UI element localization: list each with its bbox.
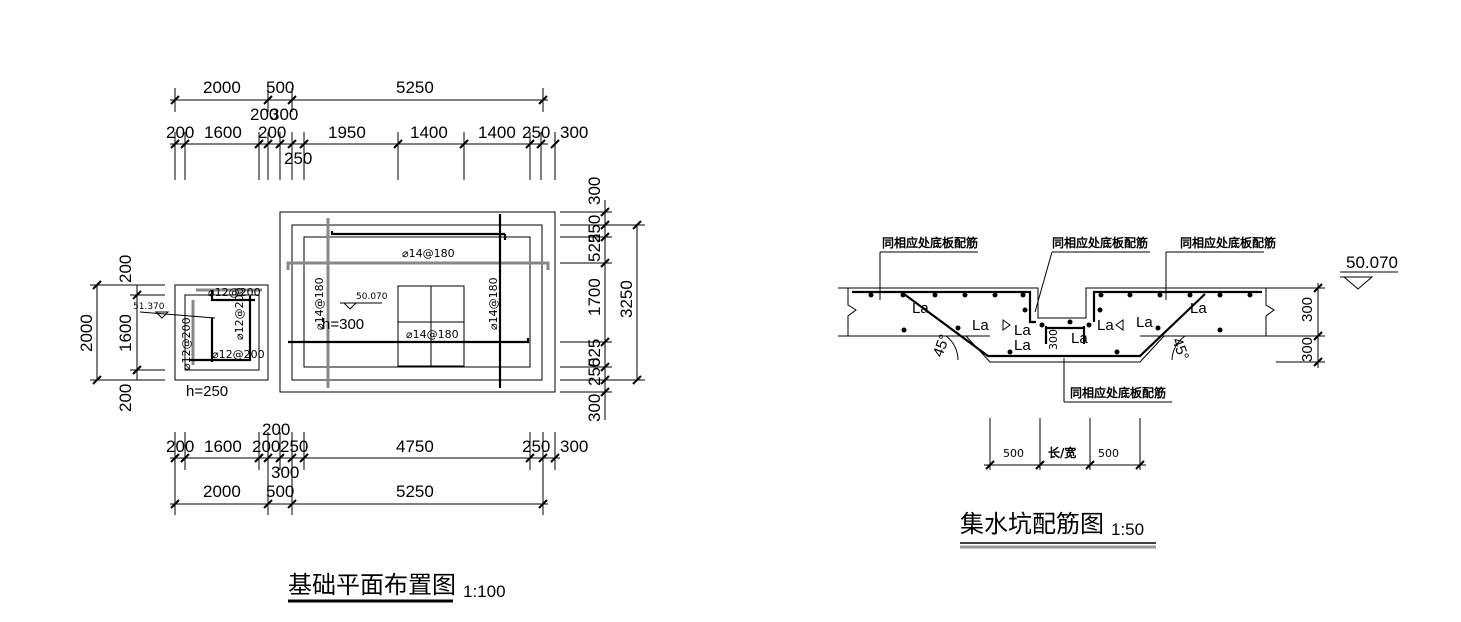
bottom-dim-200-b: 200	[252, 437, 280, 456]
large-pit-thickness: h=300	[322, 316, 364, 333]
small-pit-rebar-bottom: ⌀12@200	[212, 348, 265, 361]
section-elevation: 50.070	[1340, 253, 1398, 290]
section-inner-dim-300: 300	[1047, 329, 1060, 350]
foundation-plan: 2000 500 5250	[77, 78, 645, 603]
anchor-label-1: La	[912, 300, 929, 317]
right-dim-300-bottom: 300	[585, 394, 604, 422]
small-pit-rebar-left: ⌀12@200	[180, 317, 193, 370]
bottom-dim-200-a: 200	[166, 437, 194, 456]
large-pit-rebar-mid: ⌀14@180	[406, 328, 459, 341]
angle-label-right: 45°	[1168, 336, 1192, 363]
anchor-label-2: La	[972, 317, 989, 334]
angle-label-left: 45°	[930, 332, 954, 359]
leader-labels: 同相应处底板配筋 同相应处底板配筋 同相应处底板配筋 同相应处底板配筋	[879, 235, 1276, 403]
plan-title: 基础平面布置图	[288, 571, 456, 599]
anchor-label-7: La	[1136, 314, 1153, 331]
small-pit-thickness: h=250	[186, 383, 228, 400]
note-top-right: 同相应处底板配筋	[1180, 235, 1276, 250]
top-dim-200-a: 200	[166, 123, 194, 142]
bottom-dim-extra-300: 300	[271, 463, 299, 482]
right-dim-3250: 3250	[617, 280, 636, 318]
right-dim-525-bottom: 525	[585, 339, 604, 367]
top-dim-2000: 2000	[203, 78, 241, 97]
anchor-label-5: La	[1071, 330, 1088, 347]
right-dim-525-top: 525	[585, 234, 604, 262]
large-pit-rebar-right: ⌀14@180	[487, 277, 500, 330]
large-pit-rebar-left: ⌀14@180	[313, 277, 326, 330]
right-dim-300-top: 300	[585, 177, 604, 205]
anchor-label-4: La	[1014, 337, 1031, 354]
right-dim-250-bottom: 250	[585, 358, 604, 386]
small-pit-rebar-top: ⌀12@200	[208, 286, 261, 299]
section-bottom-dims: 500 长/宽 500	[984, 418, 1146, 470]
note-top-left: 同相应处底板配筋	[882, 235, 978, 250]
section-bottom-dim-500-b: 500	[1098, 447, 1119, 460]
left-dimensions: 200 2000 1600 200	[77, 255, 165, 412]
top-dim-500: 500	[266, 78, 294, 97]
right-dimensions: 300 250 525 1700 525 250 300 3250	[560, 177, 645, 422]
section-scale: 1:50	[1111, 520, 1144, 539]
section-title-block: 集水坑配筋图 1:50	[960, 510, 1156, 549]
top-dim-5250: 5250	[396, 78, 434, 97]
section-elevation-value: 50.070	[1346, 253, 1398, 272]
anchor-label-3: La	[1014, 322, 1031, 339]
top-dim-1600: 1600	[204, 123, 242, 142]
right-dim-250-top: 250	[585, 215, 604, 243]
left-dim-200-top: 200	[116, 255, 135, 283]
top-dim-1950: 1950	[328, 123, 366, 142]
plan-title-block: 基础平面布置图 1:100	[288, 571, 506, 603]
top-dim-250: 250	[522, 123, 550, 142]
anchor-label-6: La	[1097, 317, 1114, 334]
top-dim-extra-200: 200	[250, 105, 278, 124]
small-pit-elevation: 51.370	[133, 302, 165, 312]
bottom-dim-250-b: 250	[522, 437, 550, 456]
top-dimension-row2: 200 1600 200 1950 1400 1400 250 300 200 …	[166, 105, 588, 180]
large-pit-elevation: 50.070	[356, 292, 388, 302]
bottom-dim-500: 500	[266, 482, 294, 501]
left-dim-1600: 1600	[116, 314, 135, 352]
rebar-dots	[868, 292, 1253, 355]
section-bottom-dim-500-a: 500	[1003, 447, 1024, 460]
top-dim-1400-b: 1400	[478, 123, 516, 142]
bottom-dim-4750: 4750	[396, 437, 434, 456]
right-dim-1700: 1700	[585, 278, 604, 316]
large-pit: ⌀14@180 ⌀14@180 ⌀14@180 ⌀14@180 50.070 h…	[279, 211, 556, 393]
sump-pit-section: La La La La La La La La 300 45° 45° 同相应处…	[838, 235, 1398, 549]
section-right-dims: 300 300	[1276, 283, 1325, 368]
plan-scale: 1:100	[463, 582, 506, 601]
bottom-dim-2000: 2000	[203, 482, 241, 501]
top-dim-200-b: 200	[258, 123, 286, 142]
bottom-dim-1600: 1600	[204, 437, 242, 456]
section-title: 集水坑配筋图	[960, 510, 1104, 538]
bottom-dim-250-a: 250	[280, 437, 308, 456]
small-pit: 51.370 ⌀12@200 ⌀12@200 ⌀12@200 ⌀12@200 h…	[133, 284, 269, 400]
small-pit-rebar-right: ⌀12@200	[233, 287, 246, 340]
bottom-dim-300: 300	[560, 437, 588, 456]
section-dim-300-upper: 300	[1299, 297, 1316, 322]
top-dim-1400-a: 1400	[410, 123, 448, 142]
top-dim-300: 300	[560, 123, 588, 142]
large-pit-rebar-top: ⌀14@180	[402, 247, 455, 260]
left-dim-200-bottom: 200	[116, 384, 135, 412]
top-dim-extra-250: 250	[284, 149, 312, 168]
bottom-dim-5250: 5250	[396, 482, 434, 501]
top-dim-extra-300: 300	[270, 105, 298, 124]
top-dimension-row1: 2000 500 5250	[170, 78, 548, 112]
left-dim-2000: 2000	[77, 314, 96, 352]
section-dim-300-lower: 300	[1299, 337, 1316, 362]
note-top-center: 同相应处底板配筋	[1052, 235, 1148, 250]
note-bottom: 同相应处底板配筋	[1070, 385, 1166, 400]
bottom-dim-extra-200: 200	[262, 420, 290, 439]
bottom-dimensions: 200 1600 200 250 4750 250 300 200 300 20…	[166, 420, 588, 515]
section-bottom-dim-length: 长/宽	[1048, 445, 1076, 460]
anchor-label-8: La	[1190, 300, 1207, 317]
